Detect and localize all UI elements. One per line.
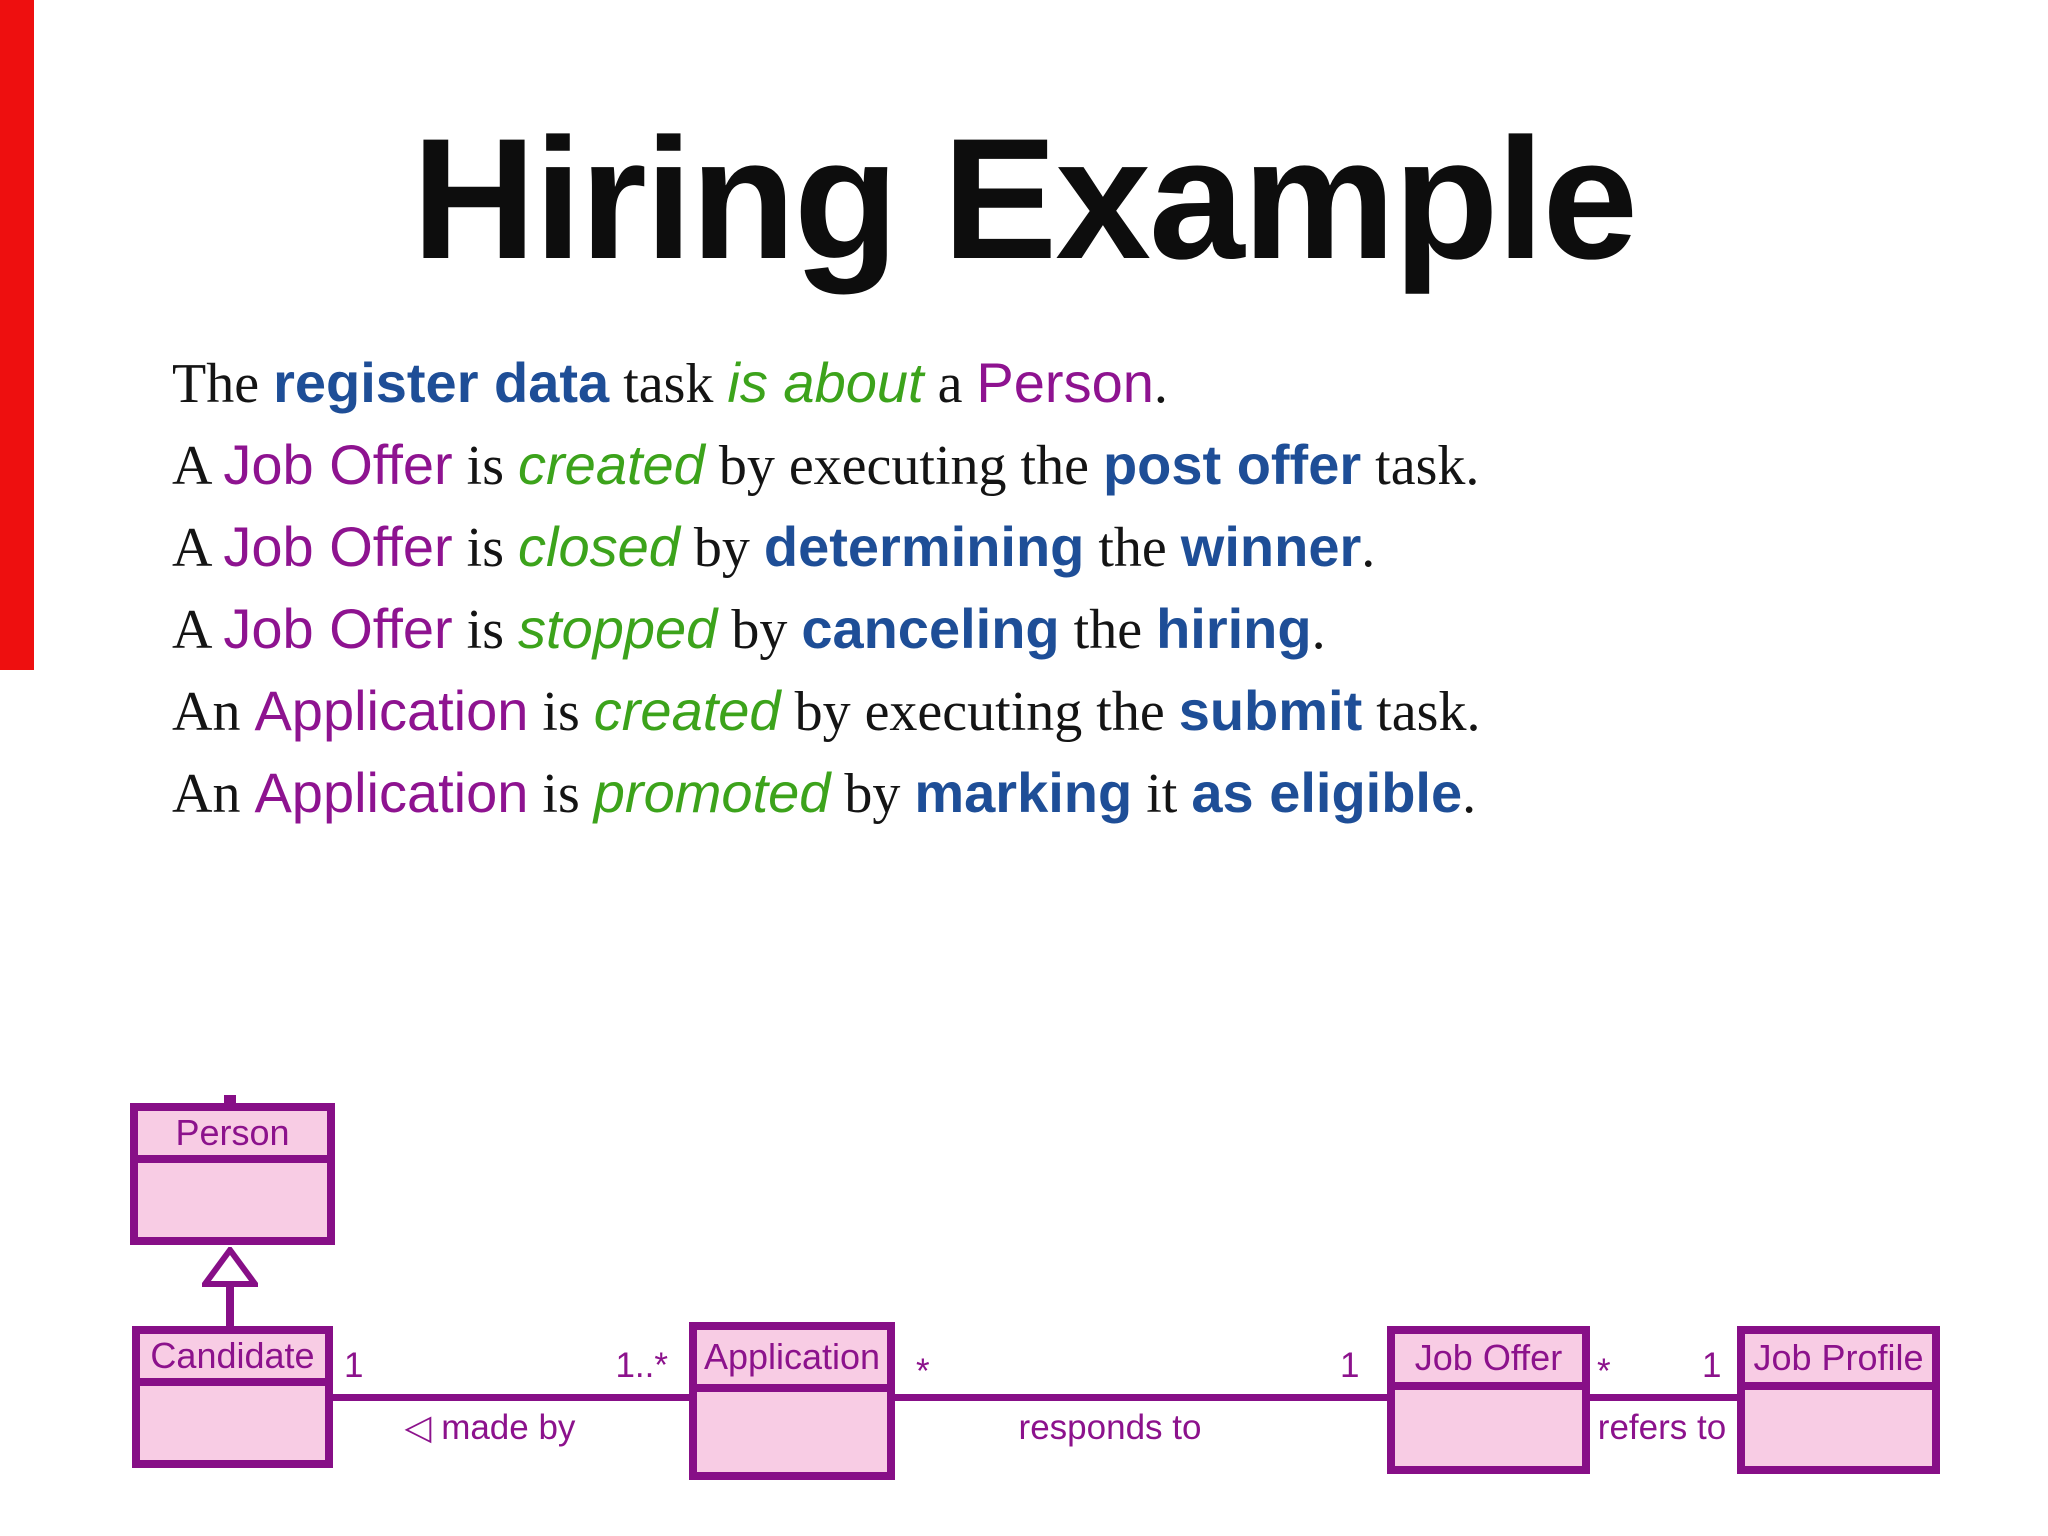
uml-class-job-profile: Job Profile <box>1737 1326 1940 1474</box>
uml-class-person-name: Person <box>138 1111 327 1163</box>
uml-class-job-offer-name: Job Offer <box>1395 1334 1582 1390</box>
sentence-segment-plain: the <box>1059 599 1157 661</box>
multiplicity-job-offer-end-responds-to: 1 <box>1340 1346 1360 1385</box>
sentence-segment-plain: The <box>172 353 274 415</box>
sentence-line: An Application is promoted by marking it… <box>172 752 1972 834</box>
sentence-line: The register data task is about a Person… <box>172 342 1972 424</box>
association-line-refers-to <box>1590 1394 1737 1401</box>
sentence-segment-state: created <box>518 433 705 496</box>
multiplicity-application-end-responds-to: * <box>916 1352 930 1391</box>
multiplicity-job-profile-end: 1 <box>1702 1346 1722 1385</box>
association-label-responds-to: responds to <box>1018 1408 1202 1447</box>
sentence-block: The register data task is about a Person… <box>172 342 1972 834</box>
uml-class-candidate-name: Candidate <box>140 1334 325 1386</box>
sentence-segment-task: submit <box>1178 679 1363 742</box>
generalization-hollow-triangle-icon <box>202 1247 258 1287</box>
multiplicity-candidate-end: 1 <box>344 1346 364 1385</box>
sentence-segment-plain: task <box>609 353 728 415</box>
sentence-segment-plain: the <box>1084 517 1181 579</box>
sentence-segment-state: is about <box>727 351 924 414</box>
sentence-segment-plain: it <box>1132 763 1192 825</box>
sentence-segment-state: promoted <box>593 761 831 824</box>
sentence-segment-task: post offer <box>1102 433 1362 496</box>
sentence-segment-plain: An <box>172 763 255 825</box>
sentence-line: A Job Offer is stopped by canceling the … <box>172 588 1972 670</box>
sentence-segment-plain: An <box>172 681 255 743</box>
sentence-line: A Job Offer is created by executing the … <box>172 424 1972 506</box>
association-line-responds-to <box>895 1394 1387 1401</box>
sentence-segment-state: closed <box>518 515 680 578</box>
sentence-segment-task: hiring <box>1156 597 1312 660</box>
sentence-segment-plain: by <box>679 517 764 579</box>
clipped-connector-nub <box>224 1095 236 1104</box>
multiplicity-job-offer-end-refers-to: * <box>1597 1352 1611 1391</box>
sentence-segment-state: created <box>593 679 781 742</box>
uml-class-job-offer: Job Offer <box>1387 1326 1590 1474</box>
sentence-segment-plain: a <box>923 353 977 415</box>
sentence-segment-task: as eligible <box>1191 761 1463 824</box>
sentence-segment-plain: task. <box>1361 435 1480 497</box>
multiplicity-application-end-made-by: 1..* <box>615 1346 668 1385</box>
sentence-segment-plain: by executing the <box>704 435 1103 497</box>
sentence-segment-plain: is <box>452 517 519 579</box>
sentence-segment-entity: Application <box>254 679 529 742</box>
sentence-segment-task: canceling <box>801 597 1060 660</box>
sentence-segment-plain: by <box>830 763 915 825</box>
sentence-segment-task: marking <box>914 761 1133 824</box>
uml-class-application: Application <box>689 1322 895 1480</box>
sentence-segment-plain: is <box>528 681 594 743</box>
sentence-segment-entity: Application <box>254 761 529 824</box>
sentence-segment-plain: by <box>717 599 802 661</box>
page-title: Hiring Example <box>411 103 1638 295</box>
sentence-line: An Application is created by executing t… <box>172 670 1972 752</box>
sentence-segment-task: determining <box>763 515 1085 578</box>
association-line-made-by <box>333 1394 689 1401</box>
uml-class-person: Person <box>130 1103 335 1245</box>
sentence-segment-plain: . <box>1361 517 1376 579</box>
uml-class-candidate: Candidate <box>132 1326 333 1468</box>
sentence-segment-plain: by executing the <box>780 681 1179 743</box>
sentence-segment-plain: is <box>452 599 519 661</box>
association-label-made-by: ◁ made by <box>404 1408 576 1447</box>
sentence-segment-plain: is <box>528 763 594 825</box>
sentence-segment-plain: . <box>1462 763 1477 825</box>
sentence-segment-state: stopped <box>518 597 718 660</box>
sentence-segment-task: register data <box>273 351 610 414</box>
sentence-segment-plain: is <box>452 435 519 497</box>
sentence-segment-plain: A <box>172 435 224 497</box>
generalization-line <box>226 1285 234 1326</box>
left-accent-bar <box>0 0 34 670</box>
sentence-segment-plain: . <box>1153 353 1168 415</box>
sentence-segment-plain: A <box>172 599 224 661</box>
sentence-segment-entity: Job Offer <box>223 597 453 660</box>
uml-class-application-name: Application <box>697 1330 887 1392</box>
association-label-refers-to: refers to <box>1597 1408 1727 1447</box>
uml-class-job-profile-name: Job Profile <box>1745 1334 1932 1390</box>
sentence-segment-task: winner <box>1180 515 1362 578</box>
sentence-segment-entity: Person <box>976 351 1154 414</box>
sentence-line: A Job Offer is closed by determining the… <box>172 506 1972 588</box>
sentence-segment-plain: . <box>1311 599 1326 661</box>
sentence-segment-entity: Job Offer <box>223 515 453 578</box>
sentence-segment-plain: A <box>172 517 224 579</box>
sentence-segment-plain: task. <box>1362 681 1481 743</box>
sentence-segment-entity: Job Offer <box>223 433 453 496</box>
